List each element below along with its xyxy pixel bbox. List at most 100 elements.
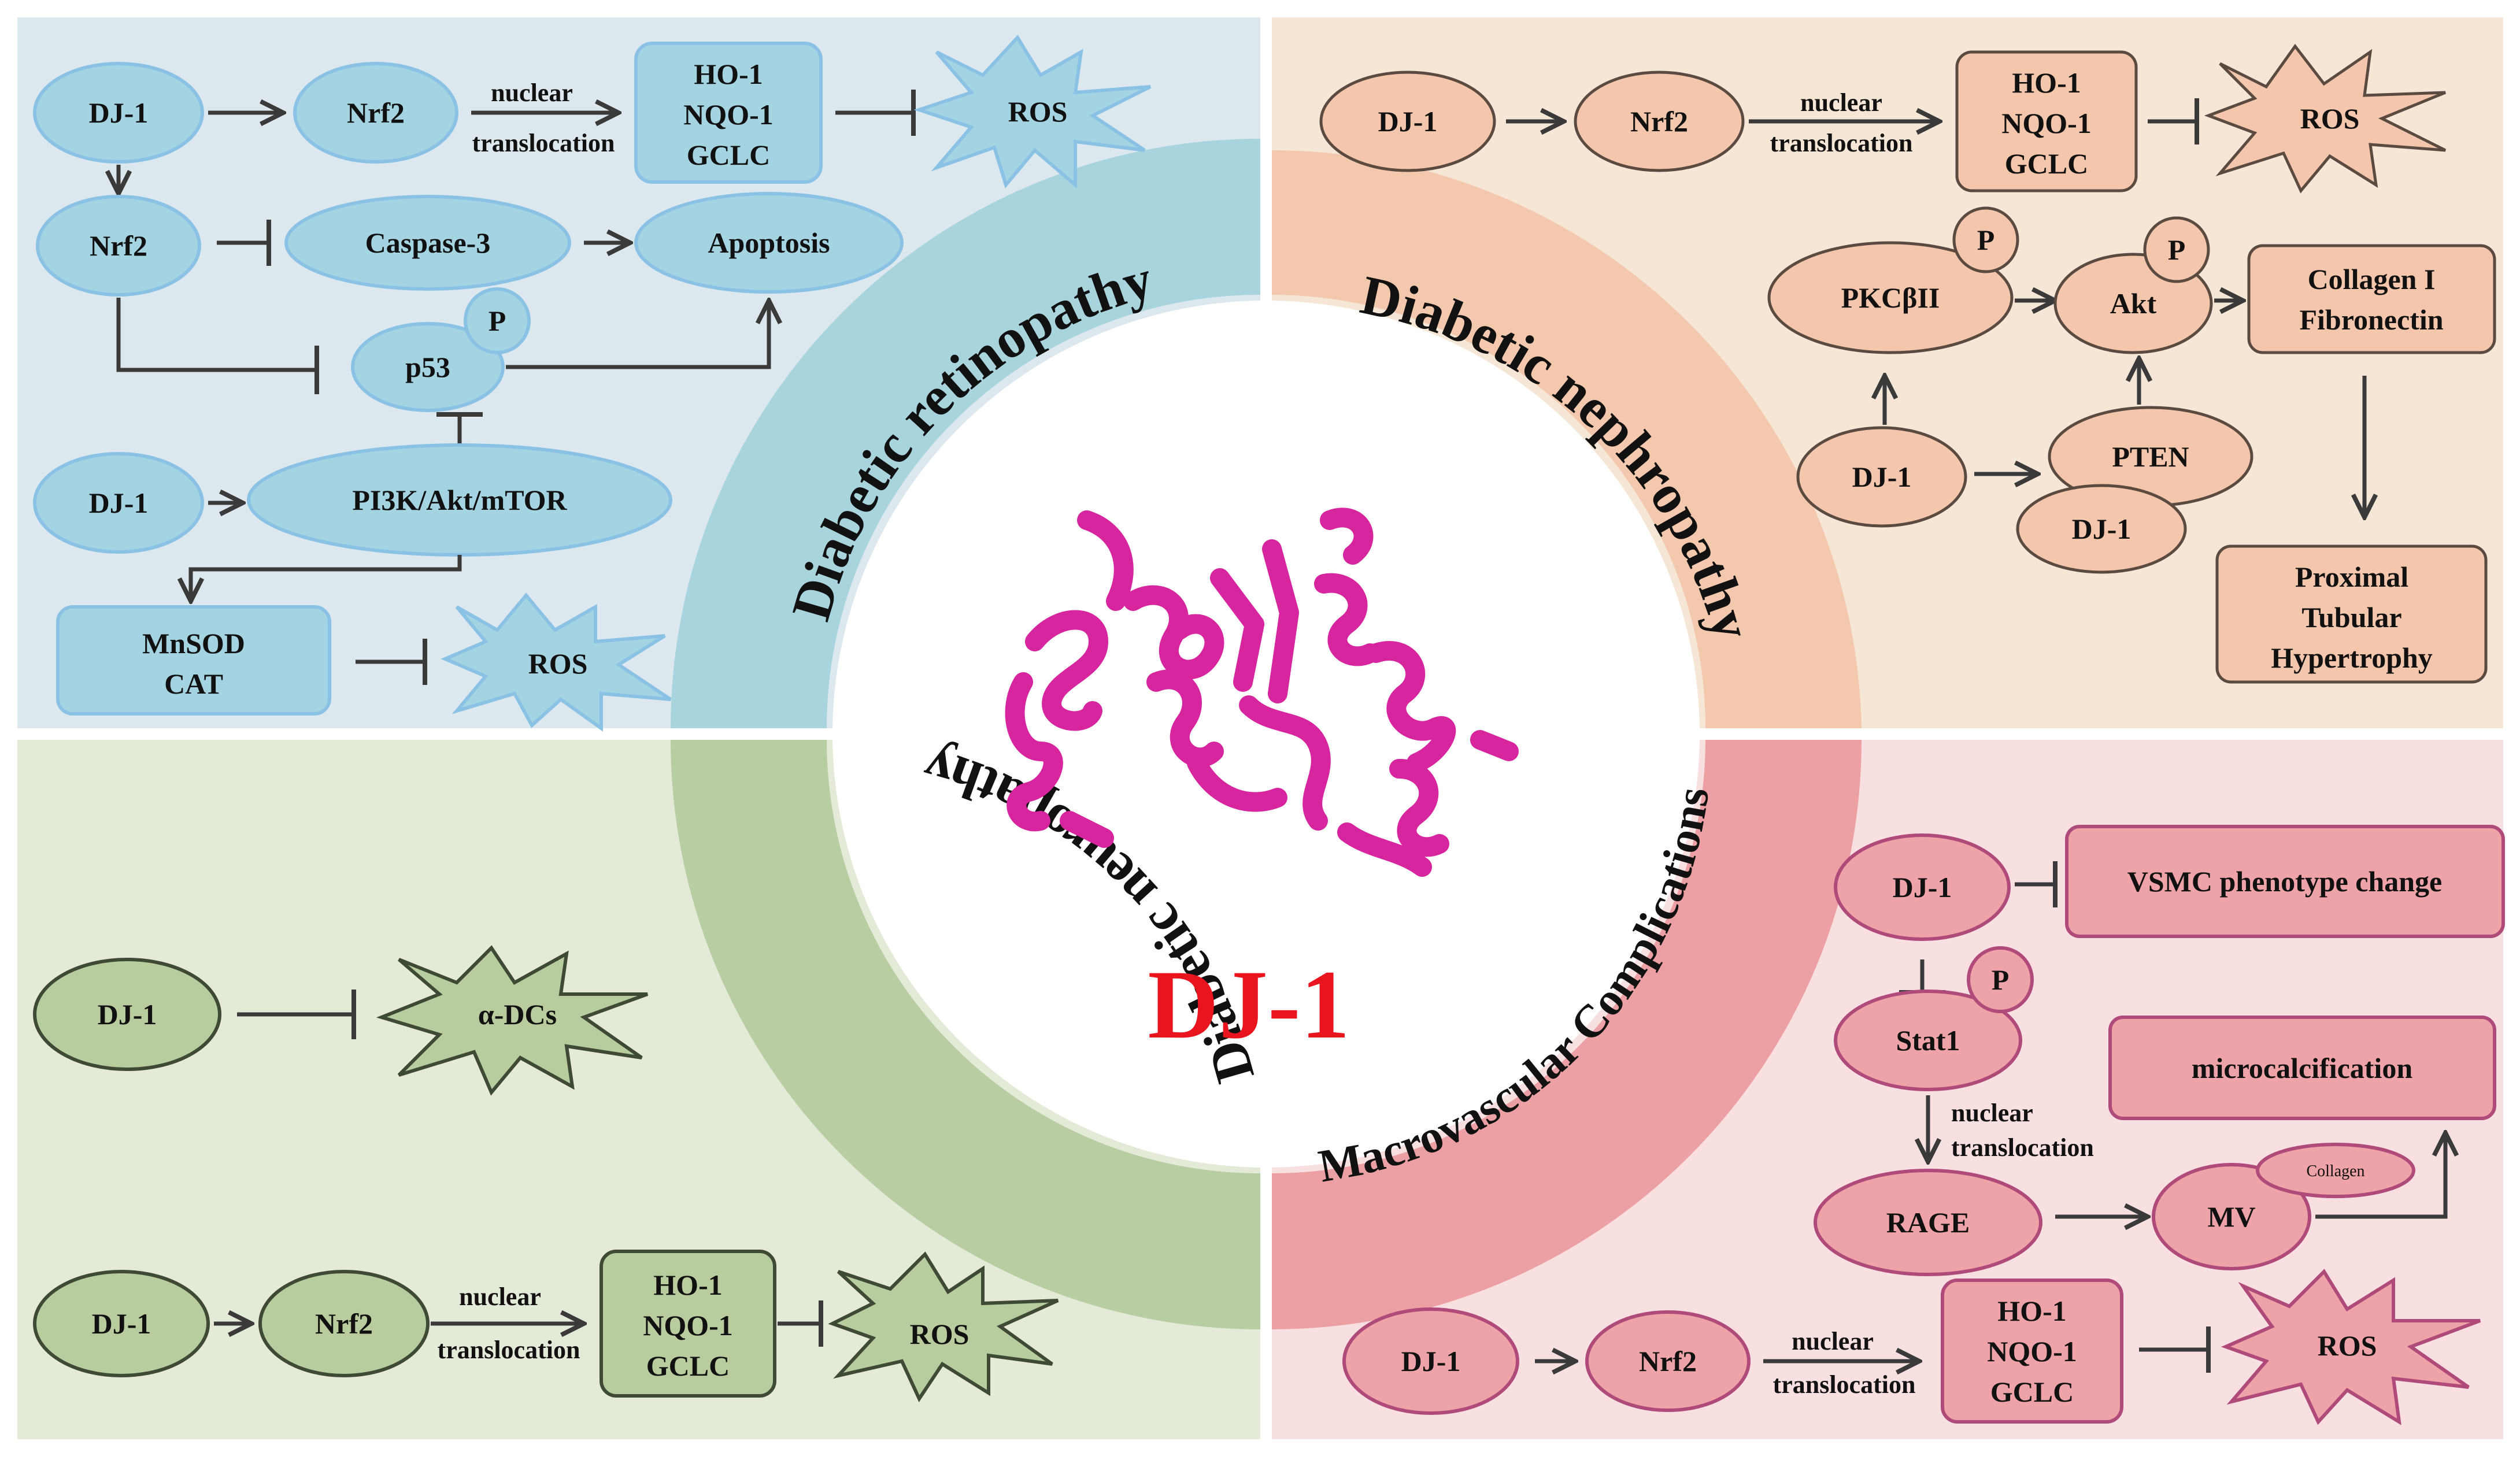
macro-nrf2-label: Nrf2 [1639,1345,1697,1377]
neuro-adcs-label: α-DCs [478,998,557,1031]
neuro-nrf2-node [258,1270,430,1377]
ret-pi3k-label: PI3K/Akt/mTOR [352,484,567,516]
ret-ho1-box [634,42,823,184]
ret-nrf2-node [293,62,458,164]
macro-ros-burst [2221,1269,2481,1425]
macrovascular-arc [1272,740,1862,1329]
neph-pkc-node [1767,241,2014,354]
macro-micro-label: microcalcification [2192,1052,2412,1084]
macro-stat1-phospho [1967,946,2034,1013]
macro-collagen-node [2256,1143,2415,1198]
neph-pten-label: PTEN [2112,440,2189,473]
ret-arrow-p53-apop [506,301,769,369]
neph-fibronectin-label: Fibronectin [2299,303,2443,336]
ret-inhibit-nrf2-p53 [116,298,315,372]
neuro-ros-burst [828,1251,1059,1403]
retinopathy-group: DJ-1 Nrf2 nuclear translocation HO-1 NQO… [33,35,1152,732]
macro-dj1-node [1834,833,2011,941]
ret-dj1b-node [33,452,204,554]
neph-ho1-label: HO-1 [2012,66,2081,99]
macro-dj1b-node [1342,1307,1519,1415]
macro-rage-node [1814,1169,2042,1276]
ret-caspase3-label: Caspase-3 [365,227,491,259]
ret-dj1-label: DJ-1 [89,97,149,129]
neph-nrf2-label: Nrf2 [1630,105,1688,138]
neph-hypertrophy-label: Hypertrophy [2271,642,2433,674]
ret-apoptosis-label: Apoptosis [708,227,830,259]
neuro-nuclear-label: nuclear [459,1283,541,1311]
neuropathy-arc [671,740,1260,1329]
neuro-gclc-label: GCLC [646,1350,730,1382]
neph-gclc-label: GCLC [2005,147,2088,180]
macro-ho1-box [1941,1279,2123,1424]
neuropathy-group: DJ-1 α-DCs DJ-1 Nrf2 nuclear translocati… [33,945,1059,1403]
macro-dj1b-label: DJ-1 [1401,1345,1461,1377]
macro-nuclear-label-2: nuclear [1792,1327,1874,1355]
macro-rage-label: RAGE [1886,1206,1970,1239]
neph-akt-label: Akt [2110,287,2157,320]
macro-vsmc-box [2065,825,2505,938]
ret-nrf2b-node [36,195,201,297]
macro-ros-label: ROS [2318,1329,2377,1362]
neuro-dj1-label: DJ-1 [98,998,157,1031]
neph-dj1-label: DJ-1 [1378,105,1438,138]
ret-nuclear-label: nuclear [491,79,573,107]
neuro-dj1b-label: DJ-1 [92,1307,151,1340]
neph-nrf2-node [1574,71,1745,172]
neph-collagen-box [2247,244,2496,354]
neph-collagen-label: Collagen I [2308,263,2436,295]
ret-translocation-label: translocation [472,129,615,157]
neph-nqo1-label: NQO-1 [2001,107,2092,139]
center-title: DJ-1 [1148,950,1349,1059]
neuro-adcs-burst [376,945,649,1096]
macro-stat1-node [1834,990,2022,1091]
ret-ho1-label: HO-1 [694,58,763,90]
dj1-protein-illustration [1005,507,1519,877]
neph-translocation-label: translocation [1770,129,1913,157]
ret-ros2-label: ROS [528,647,588,680]
neph-dj1b-node [1796,426,1967,528]
macro-mv-label: MV [2207,1200,2255,1233]
neph-akt-phospho [2143,216,2210,283]
ret-mnsod-box [56,605,331,716]
neuro-ros-label: ROS [910,1318,969,1350]
ret-ros-label: ROS [1008,95,1068,128]
ret-apoptosis-node [634,192,904,294]
ret-cat-label: CAT [164,668,223,700]
ret-p53-label: p53 [405,351,450,383]
macro-vsmc-label: VSMC phenotype change [2127,865,2442,898]
center-circle-cover [835,303,1697,1165]
neph-nuclear-label: nuclear [1800,88,1882,117]
ret-p53-node [351,322,505,412]
neph-ros-burst [2204,43,2447,194]
nephropathy-arc [1272,150,1862,728]
macro-collagen-label: Collagen [2306,1162,2364,1180]
neph-ros-label: ROS [2300,102,2360,135]
ret-nrf2-label: Nrf2 [347,97,405,129]
macro-translocation-label-2: translocation [1773,1370,1916,1399]
macro-nqo1-label: NQO-1 [1987,1335,2077,1368]
ret-dj1b-label: DJ-1 [89,487,149,519]
macro-dj1-label: DJ-1 [1893,871,1952,903]
macro-stat1-phospho-label: P [1992,964,2010,996]
ret-ros2-burst [441,592,672,732]
neph-proximal-box [2215,544,2488,684]
macrovascular-group: DJ-1 VSMC phenotype change Stat1 P micro… [1342,825,2505,1425]
ret-mnsod-label: MnSOD [142,627,245,659]
neuro-translocation-label: translocation [438,1336,580,1364]
neuro-dj1-node [33,958,221,1071]
ret-arrow-pi3k-mnsod [191,555,462,601]
ret-nqo1-label: NQO-1 [683,98,774,131]
macro-ho1-label: HO-1 [1997,1295,2066,1327]
ret-p53-phospho-label: P [489,305,506,337]
ret-caspase3-node [284,195,571,291]
nephropathy-group: DJ-1 Nrf2 nuclear translocation HO-1 NQO… [1319,43,2496,684]
neuro-ho1-label: HO-1 [653,1269,722,1301]
neph-ho1-box [1955,50,2138,192]
neuro-nqo1-label: NQO-1 [643,1309,733,1342]
macro-translocation-label: translocation [1951,1133,2094,1162]
neph-akt-phospho-label: P [2168,234,2186,266]
ret-nrf2b-label: Nrf2 [90,229,147,262]
